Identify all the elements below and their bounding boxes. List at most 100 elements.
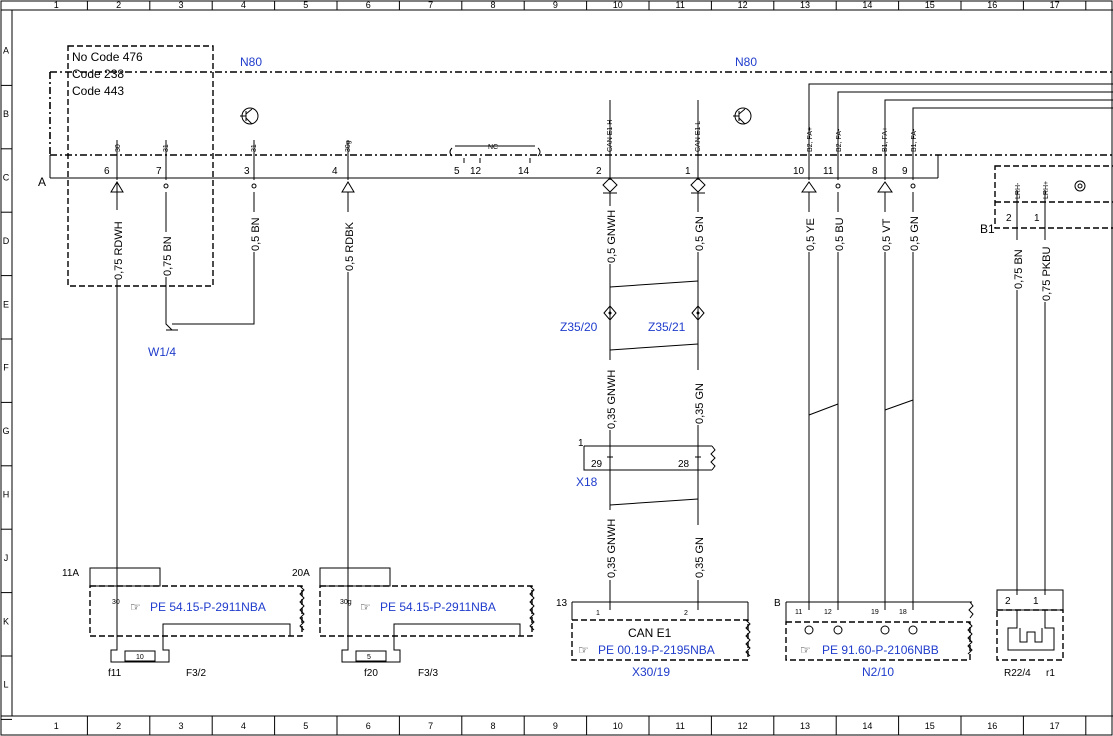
row-index: J: [4, 553, 9, 563]
column-index: 2: [116, 0, 121, 10]
fuse-f3-2-block: 11A: [62, 568, 79, 579]
wire-label: 0,35 GNWH: [606, 519, 618, 578]
column-index: 1: [54, 721, 59, 731]
pin-number: 10: [793, 166, 805, 177]
pin-number: 14: [518, 166, 530, 177]
column-index: 2: [116, 721, 121, 731]
b1-pin-name: LRH+: [1043, 181, 1050, 199]
pe-ref-icon: ☞: [130, 600, 141, 614]
row-index: H: [3, 490, 10, 500]
wire-label: 0,5 BU: [834, 217, 846, 251]
connector-label-a: A: [38, 175, 46, 189]
can-pin-1: 1: [596, 610, 600, 617]
n80-label-left: N80: [240, 55, 262, 69]
column-index: 17: [1050, 0, 1060, 10]
n80-label-right: N80: [735, 55, 757, 69]
fuse-f3-3-block: 20A: [292, 568, 310, 579]
n2-10-unit: [785, 601, 974, 661]
column-index: 12: [738, 721, 748, 731]
fuse-f3-2-comp: F3/2: [186, 668, 206, 679]
pe-link-fuse-f3-2[interactable]: PE 54.15-P-2911NBA: [150, 600, 266, 614]
wire-label: 0,75 BN: [1013, 249, 1025, 289]
transistor-icon: [733, 107, 752, 125]
pin-name: B2, FA-: [836, 128, 843, 152]
pin-numbers: 6 7 3 4 5 12 14 2 1 10 11 8 9: [104, 166, 908, 177]
row-index: G: [2, 426, 9, 436]
column-index: 16: [987, 0, 997, 10]
column-index: 7: [428, 721, 433, 731]
x18-pin-28: 28: [678, 459, 690, 470]
wire-label: 0,75 BN: [162, 236, 174, 276]
pin-number: 6: [104, 166, 110, 177]
wire-label: 0,5 GNWH: [606, 210, 618, 263]
pin-name: 30: [115, 144, 122, 152]
wire-label: 0,75 PKBU: [1041, 247, 1053, 301]
x18-connector: [583, 445, 716, 471]
code-line-1: No Code 476: [72, 50, 143, 64]
column-index: 11: [676, 0, 685, 10]
fuse-f3-3-name: f20: [364, 668, 378, 679]
b1-label: B1: [980, 222, 995, 236]
column-index: 13: [800, 721, 810, 731]
pin-number: 8: [872, 166, 878, 177]
column-index: 10: [613, 721, 623, 731]
pe-ref-icon: ☞: [578, 643, 589, 657]
row-index: F: [3, 363, 9, 373]
n2-comp-label: N2/10: [862, 665, 894, 679]
code-variant-box: [67, 45, 214, 287]
column-index: 5: [303, 0, 308, 10]
n2-pin: 18: [899, 609, 907, 616]
splice-label-z35-20: Z35/20: [560, 320, 598, 334]
fuse-f3-2: [89, 567, 305, 663]
can-pin-2: 2: [684, 610, 688, 617]
row-index: K: [3, 616, 9, 626]
fuse-f3-3-comp: F3/3: [418, 668, 438, 679]
column-index: 1: [54, 0, 59, 10]
b1-pin-2: 2: [1006, 213, 1012, 224]
r22-pin-1: 1: [1033, 596, 1039, 607]
n2-conn-label: B: [774, 598, 781, 609]
r22-r-label: r1: [1046, 668, 1055, 679]
r22-pin-2: 2: [1005, 596, 1011, 607]
nc-pins: NC: [449, 144, 541, 163]
pin-number: 4: [332, 166, 338, 177]
wires: [116, 192, 1046, 610]
column-index: 14: [862, 0, 872, 10]
column-index: 7: [428, 0, 433, 10]
wire-label: 0,35 GN: [694, 537, 706, 578]
pe-link-fuse-f3-3[interactable]: PE 54.15-P-2911NBA: [380, 600, 496, 614]
row-index: L: [3, 680, 8, 690]
column-index: 3: [178, 721, 183, 731]
pe-link-can[interactable]: PE 00.19-P-2195NBA: [598, 643, 715, 657]
pin-number: 11: [823, 166, 834, 177]
column-index: 17: [1050, 721, 1060, 731]
column-index: 5: [303, 721, 308, 731]
row-index: D: [3, 236, 10, 246]
n2-pin: 11: [795, 609, 802, 616]
fuse-f3-2-name: f11: [108, 668, 122, 679]
column-index: 15: [925, 721, 935, 731]
wire-label: 0,5 BN: [250, 217, 262, 251]
pin-number: 9: [902, 166, 908, 177]
wire-label: 0,5 VT: [881, 218, 893, 251]
fuse-f3-3: [319, 567, 535, 663]
pe-link-n2[interactable]: PE 91.60-P-2106NBB: [822, 643, 939, 657]
can-connector-x30-19: [571, 601, 751, 661]
r22-4-heater: [996, 589, 1064, 661]
column-index: 11: [676, 721, 685, 731]
column-index: 6: [366, 0, 371, 10]
wire-labels: 0,75 RDWH 0,75 BN 0,5 BN 0,5 RDBK 0,5 GN…: [112, 206, 1053, 580]
column-index: 9: [553, 0, 558, 10]
n2-pin: 12: [824, 609, 832, 616]
wire-label: 0,35 GNWH: [606, 370, 618, 429]
column-index: 4: [241, 721, 246, 731]
wire-label: 0,5 RDBK: [344, 221, 356, 271]
pin-number: 12: [470, 166, 482, 177]
pin-name: B1, FA-: [911, 128, 918, 152]
pin-number: 1: [685, 166, 691, 177]
row-index: A: [3, 46, 9, 56]
fuse-f3-3-value: 5: [367, 654, 371, 661]
